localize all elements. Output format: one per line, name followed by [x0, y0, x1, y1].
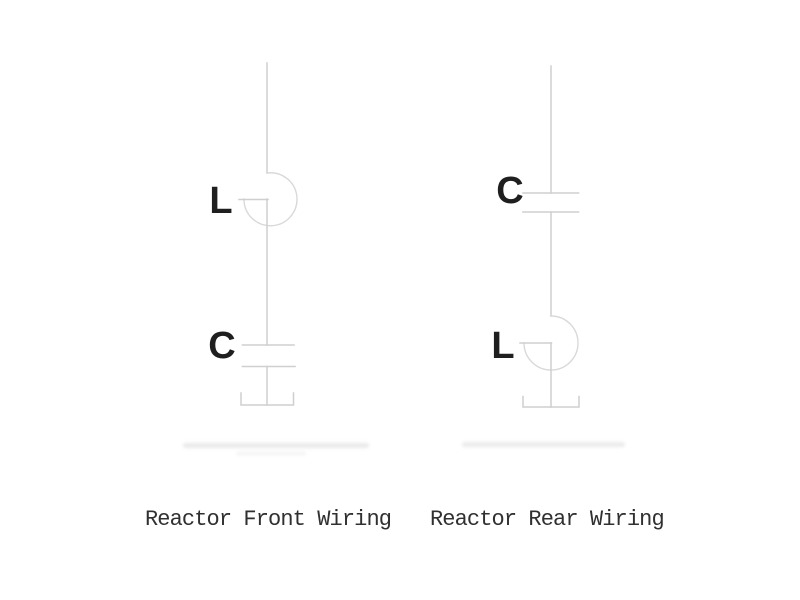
front-inductor-label: L [209, 180, 232, 222]
rear-figure-caption: Reactor Rear Wiring [430, 507, 665, 532]
front-figure-caption: Reactor Front Wiring [145, 507, 392, 532]
front-capacitor-label: C [208, 325, 235, 367]
front-watermark-smudge [183, 443, 369, 455]
rear-capacitor-label: C [496, 170, 523, 212]
rear-watermark-smudge [462, 442, 625, 447]
front-circuit-labels: L C [208, 180, 235, 367]
front-inductor-circle-icon [243, 172, 298, 227]
rear-circuit-labels: C L [491, 170, 523, 367]
rear-inductor-label: L [491, 325, 514, 367]
rear-circuit [519, 65, 580, 408]
front-ground-bracket-icon [240, 392, 295, 406]
front-circuit [238, 62, 298, 406]
rear-ground-bracket-icon [522, 395, 580, 408]
rear-inductor-circle-icon [523, 315, 579, 371]
